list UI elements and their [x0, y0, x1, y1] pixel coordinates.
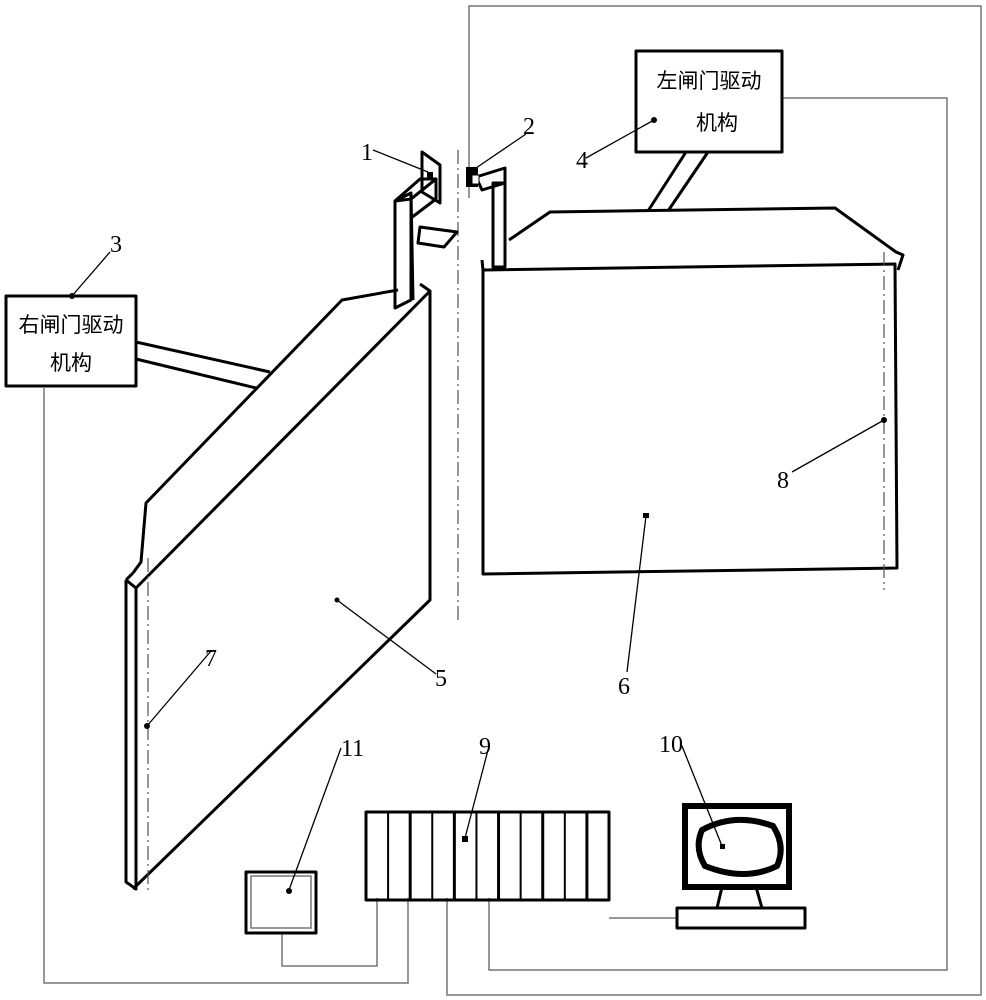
leader-2: [475, 133, 527, 169]
gate6-front-left: [480, 259, 485, 271]
post5-front: [393, 191, 413, 310]
monitor-frame: [682, 803, 792, 890]
sensor1-body: [427, 172, 433, 180]
right-drive-label-line2: 机构: [50, 351, 92, 375]
wire-outer-top: [446, 5, 982, 996]
leader-5-dot: [334, 597, 340, 603]
post6-arm: [474, 166, 507, 192]
leader-1: [372, 149, 429, 173]
ref-6: 6: [618, 674, 630, 700]
gate6-post-and-sensor-2: [466, 166, 507, 269]
monitor-leg-right: [754, 886, 764, 909]
hmi-screen: [250, 875, 312, 929]
gate6-top-edge: [508, 206, 905, 271]
leader-3: [71, 251, 111, 297]
sensor1-plate: [420, 150, 442, 205]
wire-right-drive-to-controller: [43, 388, 409, 984]
hmi-outer: [244, 870, 318, 935]
monitor: [675, 803, 807, 930]
left-gate-leaf: [480, 206, 905, 590]
controller-cabinet: [364, 810, 611, 902]
leader-8: [791, 419, 885, 473]
gate6-front-face: [481, 262, 899, 576]
leader-lines: [69, 117, 887, 894]
ref-3: 3: [110, 232, 122, 258]
right-gate-leaf: [124, 282, 432, 891]
ref-5: 5: [435, 666, 447, 692]
leader-11: [288, 747, 342, 891]
left-drive-box: [634, 49, 784, 154]
ref-11: 11: [341, 736, 364, 762]
sensor1-bracket: [416, 225, 459, 249]
leader-9-dot: [462, 836, 468, 842]
leader-7: [146, 650, 212, 727]
monitor-base: [675, 906, 807, 930]
gate5-end-face: [124, 578, 138, 891]
ref-1: 1: [361, 140, 373, 166]
ref-10: 10: [659, 732, 683, 758]
gate5-post-and-sensor-1: [393, 150, 459, 310]
reference-numerals: 1 2 3 4 5 6 7 8 9 10 11: [110, 114, 789, 762]
gate5-top-back-edge: [131, 288, 399, 574]
left-drive-label-line1: 左闸门驱动: [657, 69, 762, 93]
right-drive-arm-bottom: [135, 357, 257, 390]
leader-9: [464, 749, 489, 839]
leader-3-dot: [69, 293, 75, 299]
right-drive-label-line1: 右闸门驱动: [19, 313, 124, 337]
leader-4-dot: [651, 117, 657, 123]
cabinet-body: [364, 810, 611, 902]
leader-5: [336, 599, 437, 675]
wire-hmi-to-controller: [281, 898, 378, 967]
left-drive-arm-right: [666, 151, 710, 212]
right-gate-drive-mechanism: 右闸门驱动 机构: [4, 294, 271, 390]
leader-4: [585, 119, 655, 159]
leader-7-dot: [144, 723, 150, 729]
wiring: [43, 5, 982, 996]
left-drive-arm-left: [646, 151, 688, 212]
leader-10-dot: [720, 844, 725, 849]
leader-6: [626, 515, 647, 673]
leader-11-dot: [286, 888, 292, 894]
post5-side: [409, 192, 415, 301]
sensor2-lens: [471, 174, 480, 185]
ref-4: 4: [576, 148, 588, 174]
right-drive-arm-top: [135, 340, 271, 374]
monitor-crt-screen: [695, 816, 784, 877]
wire-left-drive-to-controller: [488, 97, 948, 971]
post6-front: [491, 181, 507, 269]
ref-7: 7: [205, 646, 217, 672]
gate5-top-front-edge: [134, 282, 432, 590]
ref-9: 9: [479, 734, 491, 760]
hmi-panel: [244, 870, 318, 935]
ref-2: 2: [523, 114, 535, 140]
left-gate-drive-mechanism: 左闸门驱动 机构: [634, 49, 784, 212]
leader-8-dot: [881, 417, 887, 423]
leader-6-dot: [643, 513, 649, 518]
ref-8: 8: [777, 468, 789, 494]
gate5-front-face: [131, 291, 432, 891]
leader-10: [681, 745, 723, 847]
monitor-leg-left: [715, 886, 724, 909]
gate5-end-corner: [124, 571, 135, 582]
cabinet-dividers: [387, 812, 589, 900]
left-drive-label-line2: 机构: [696, 111, 738, 135]
